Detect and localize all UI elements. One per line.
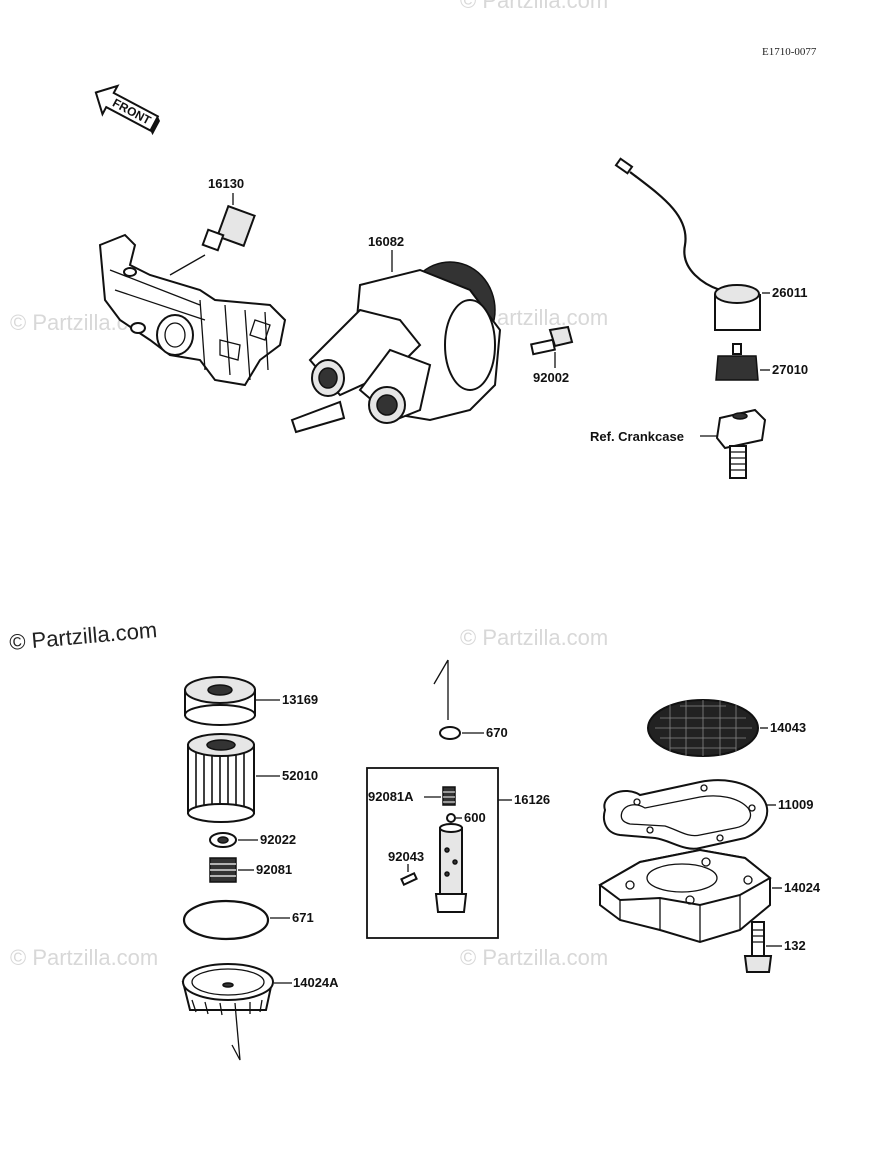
watermark-main: © Partzilla.com bbox=[8, 617, 158, 655]
label-16130: 16130 bbox=[208, 176, 244, 191]
part-670-o-ring bbox=[439, 726, 484, 740]
part-16082-oil-pump bbox=[290, 250, 502, 434]
part-92002-bolt bbox=[530, 325, 574, 368]
label-ref-crankcase: Ref. Crankcase bbox=[590, 429, 684, 444]
part-14043-oil-screen bbox=[647, 699, 768, 757]
part-600-ball bbox=[446, 813, 462, 823]
diagram-ref-code: E1710-0077 bbox=[762, 46, 817, 58]
label-600: 600 bbox=[464, 810, 486, 825]
label-92002: 92002 bbox=[533, 370, 569, 385]
watermark-top: © Partzilla.com bbox=[460, 0, 608, 13]
label-27010: 27010 bbox=[772, 362, 808, 377]
part-132-bolt bbox=[743, 921, 782, 973]
watermark-left-lower: © Partzilla.com bbox=[10, 945, 158, 970]
label-92022: 92022 bbox=[260, 832, 296, 847]
label-16082: 16082 bbox=[368, 234, 404, 249]
crankcase-section-drawing bbox=[98, 233, 287, 387]
part-52010-oil-filter bbox=[187, 733, 280, 823]
part-ref-crankcase-fitting bbox=[700, 408, 767, 479]
part-92022-washer bbox=[209, 832, 258, 848]
part-14024A-filter-cover bbox=[181, 963, 292, 1061]
label-16126: 16126 bbox=[514, 792, 550, 807]
label-132: 132 bbox=[784, 938, 806, 953]
label-14024A: 14024A bbox=[293, 975, 339, 990]
watermark-center-lower: © Partzilla.com bbox=[460, 945, 608, 970]
label-92081: 92081 bbox=[256, 862, 292, 877]
label-92081A: 92081A bbox=[368, 789, 414, 804]
part-92081A-spring bbox=[424, 786, 456, 806]
label-92043: 92043 bbox=[388, 849, 424, 864]
label-671: 671 bbox=[292, 910, 314, 925]
part-13169-filter-cap bbox=[184, 676, 280, 726]
label-26011: 26011 bbox=[772, 285, 807, 300]
assembly-16126-box bbox=[366, 767, 499, 939]
label-14024: 14024 bbox=[784, 880, 821, 895]
watermark-center-middle: © Partzilla.com bbox=[460, 625, 608, 650]
label-13169: 13169 bbox=[282, 692, 318, 707]
front-arrow-icon: FRONT bbox=[94, 84, 161, 136]
part-27010-pressure-switch bbox=[715, 343, 770, 381]
center-cutline bbox=[433, 659, 449, 720]
part-671-o-ring bbox=[182, 899, 290, 941]
label-670: 670 bbox=[486, 725, 508, 740]
label-11009: 11009 bbox=[778, 797, 813, 812]
part-92043-pin bbox=[400, 864, 418, 887]
part-14024-oil-pan-cover bbox=[598, 848, 782, 944]
part-valve-body bbox=[434, 823, 468, 913]
part-11009-gasket bbox=[602, 779, 776, 850]
label-52010: 52010 bbox=[282, 768, 318, 783]
part-16130-relief-valve bbox=[169, 193, 256, 276]
label-14043: 14043 bbox=[770, 720, 806, 735]
part-26011-switch-lead bbox=[614, 157, 770, 331]
part-92081-spring bbox=[209, 857, 254, 883]
